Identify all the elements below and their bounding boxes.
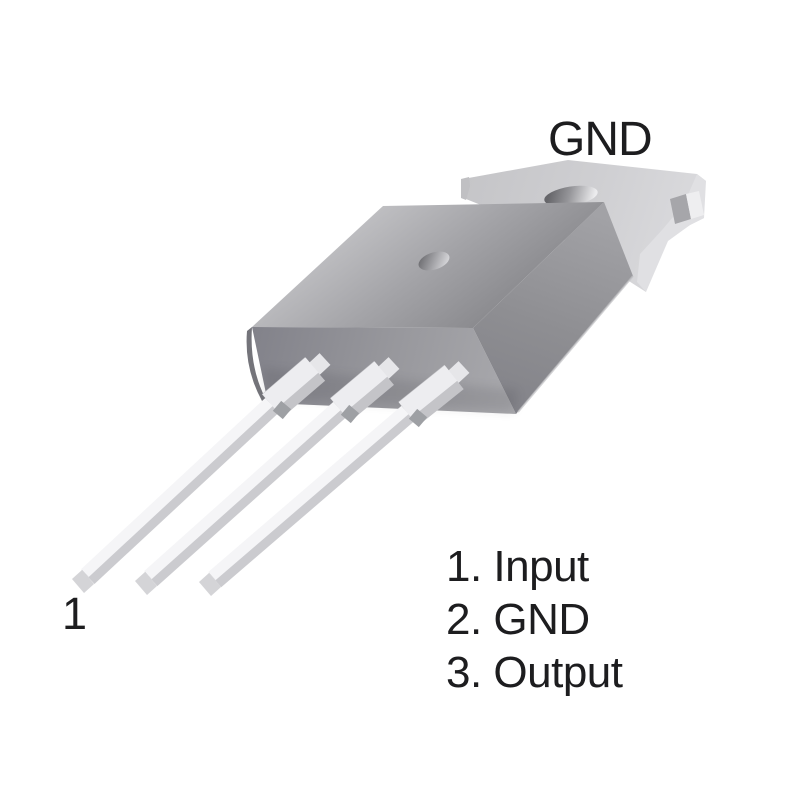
tab-label: GND: [548, 113, 652, 166]
body-end-edge-highlight: [517, 275, 634, 413]
lead-3: [199, 361, 470, 596]
body-left-edge: [246, 327, 268, 403]
tab-notch: [670, 194, 691, 224]
lead-3-tip-bevel: [199, 573, 221, 596]
lead-2-step: [340, 404, 360, 424]
body-dimple: [418, 251, 450, 271]
body-end-face: [473, 202, 633, 414]
lead-3-step: [408, 408, 428, 428]
lead-1-tip-bevel: [72, 570, 94, 593]
legend-line-3: 3. Output: [446, 648, 623, 697]
lead-1-pin-top: [81, 397, 273, 578]
lead-1-shoulder-top: [262, 357, 319, 410]
lead-2-pin-top: [144, 401, 341, 580]
lead-2: [135, 357, 400, 595]
leads-shadow: [262, 368, 518, 412]
tab-mounting-hole: [544, 185, 598, 207]
leads: [72, 353, 470, 596]
lead-2-shoulder-top: [330, 361, 388, 414]
labels: GND 1 1. Input 2. GND 3. Output: [62, 113, 653, 697]
lead-3-shoulder-top: [398, 365, 458, 418]
legend-line-2: 2. GND: [446, 595, 590, 644]
lead-1: [72, 353, 331, 593]
lead-1-step: [272, 400, 292, 420]
pin1-marker: 1: [62, 588, 87, 639]
tab-corner-fold: [461, 177, 470, 200]
pin-legend: 1. Input 2. GND 3. Output: [446, 542, 623, 697]
tab-notch-outer-edge: [686, 191, 704, 219]
lead-3-pin-top: [208, 405, 409, 581]
lead-2-tip-bevel: [135, 572, 157, 595]
legend-line-1: 1. Input: [446, 542, 589, 591]
